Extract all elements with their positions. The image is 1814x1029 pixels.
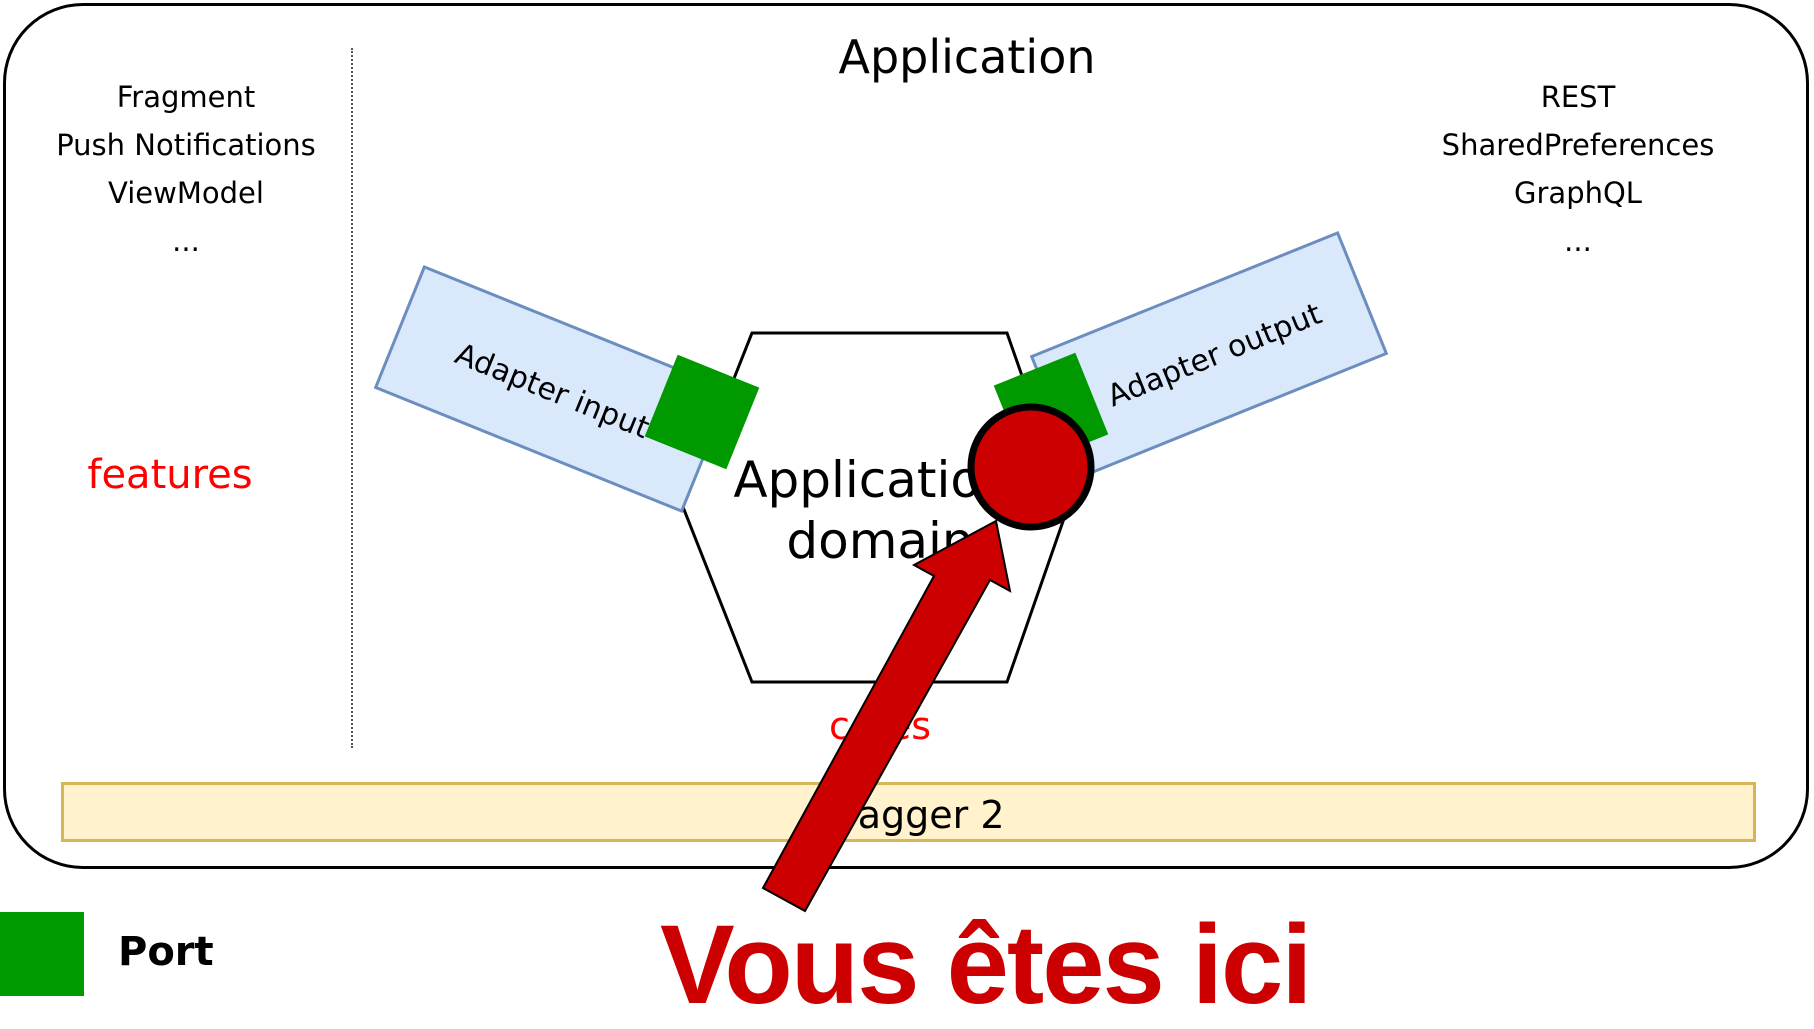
application-title: Application: [838, 30, 1096, 84]
right-list-item: ...: [1564, 224, 1592, 258]
adapter-input: Adapter input: [373, 264, 733, 514]
legend-port-label: Port: [118, 929, 214, 975]
you-are-here-marker: [967, 403, 1095, 531]
pointer-arrow: [761, 519, 1012, 913]
features-label: features: [87, 452, 253, 498]
adapter-output: Adapter output: [1029, 230, 1389, 480]
left-list-item: ViewModel: [108, 176, 264, 210]
right-list-item: GraphQL: [1514, 176, 1642, 210]
left-list-item: Fragment: [116, 80, 256, 114]
right-list-item: REST: [1540, 80, 1616, 114]
legend-port-swatch: [0, 912, 84, 996]
dagger-bar: Dagger 2: [61, 782, 1756, 842]
input-port-square: [644, 354, 760, 470]
domain-label-line-1: Application: [733, 451, 1012, 509]
input-port: [644, 354, 760, 470]
left-list-item: ...: [172, 224, 200, 258]
dotted-divider: [351, 48, 353, 748]
left-list-item: Push Notifications: [56, 128, 316, 162]
left-technology-list: Fragment Push Notifications ViewModel ..…: [6, 73, 366, 265]
right-technology-list: REST SharedPreferences GraphQL ...: [1398, 73, 1758, 265]
you-are-here-callout: Vous êtes ici: [660, 902, 1312, 1027]
right-list-item: SharedPreferences: [1441, 128, 1715, 162]
application-container: [3, 3, 1809, 869]
